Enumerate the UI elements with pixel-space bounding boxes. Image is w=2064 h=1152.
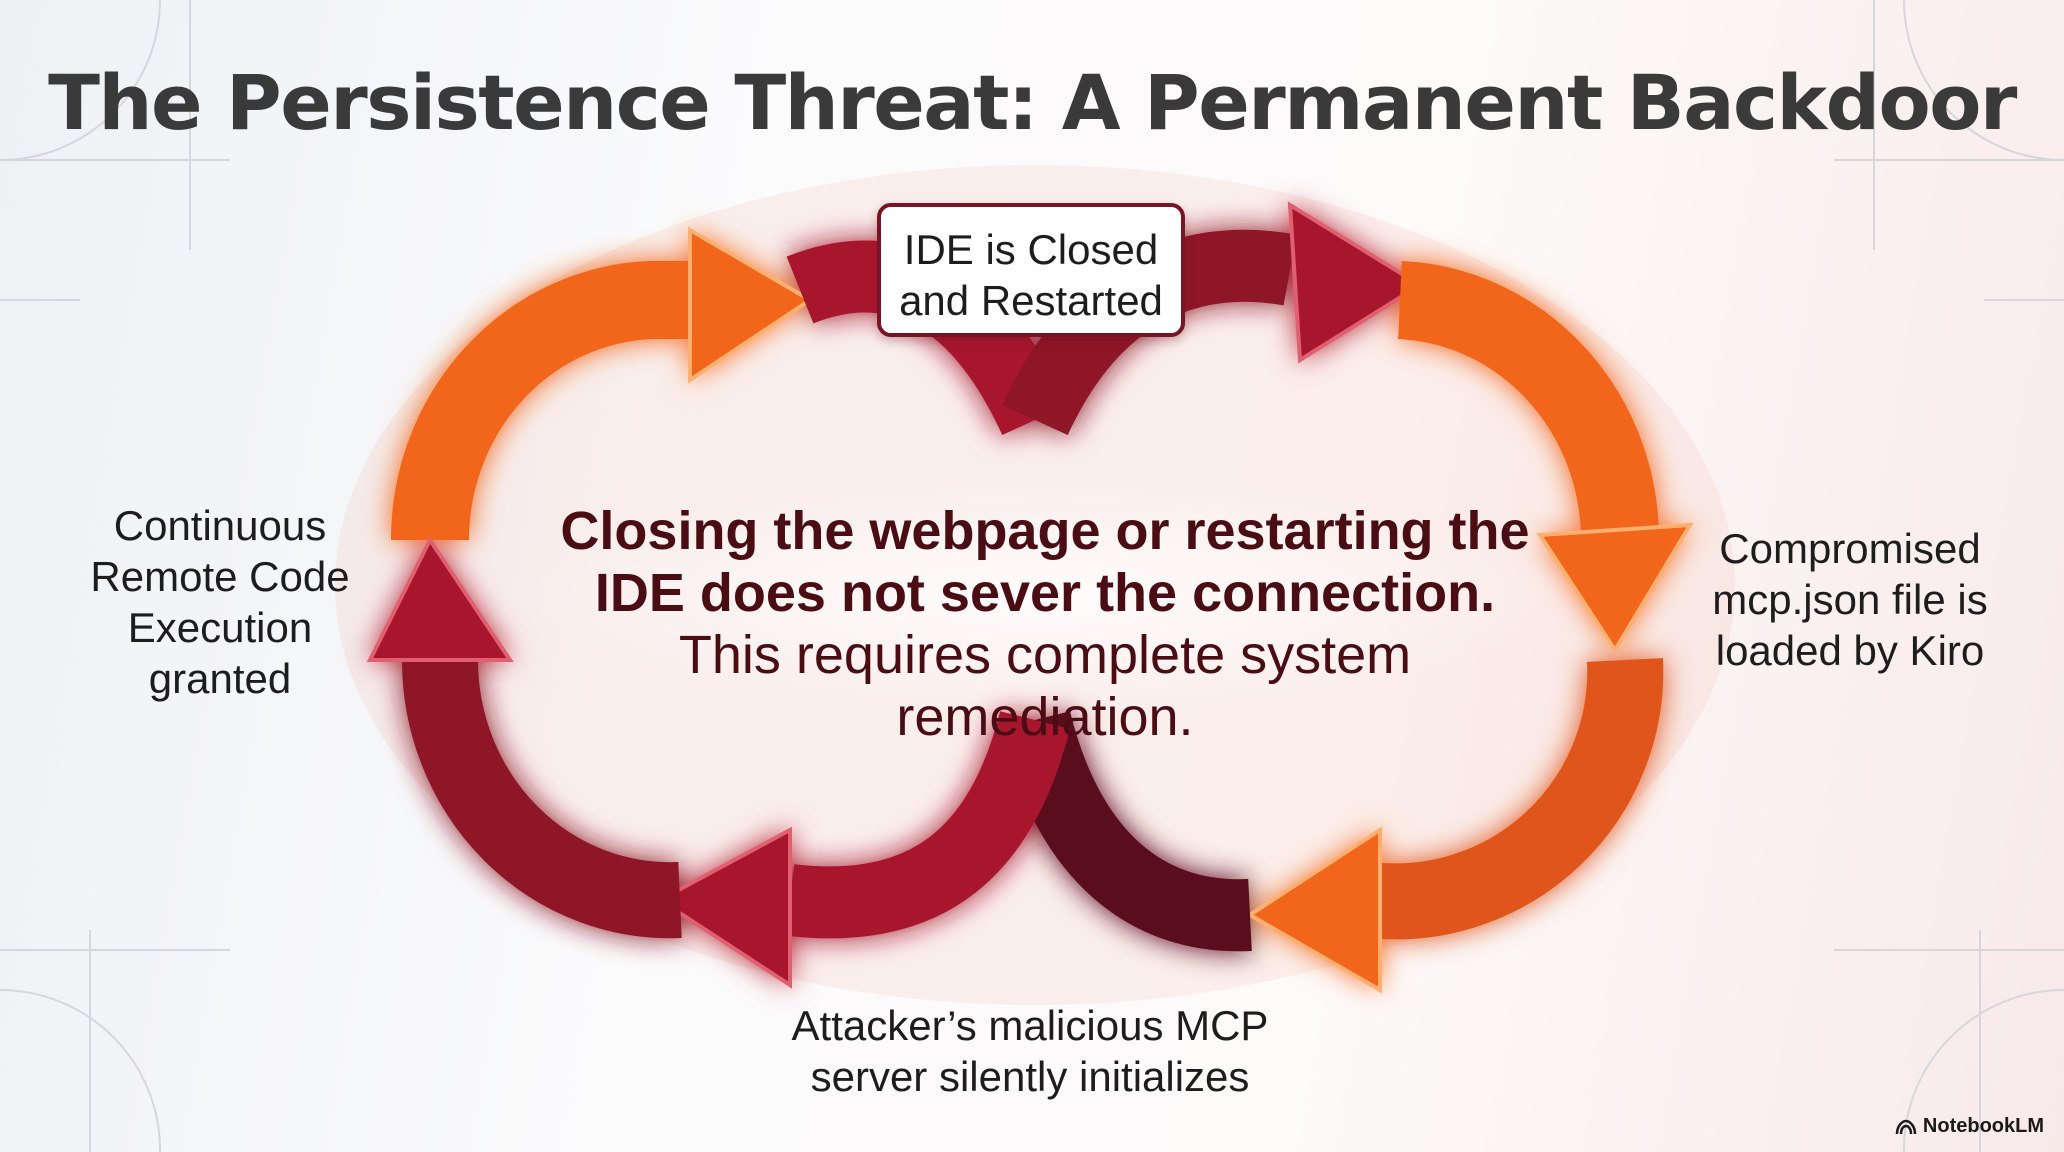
center-message: Closing the webpage or restarting the ID… (540, 500, 1550, 748)
step-compromised-mcp-line3: loaded by Kiro (1715, 627, 1985, 674)
arrowhead-left-top (688, 226, 814, 384)
step-remote-code-line2: Remote Code (90, 553, 350, 600)
arrowhead-right-top (1287, 201, 1424, 364)
page-title: The Persistence Threat: A Permanent Back… (48, 58, 2017, 147)
step-ide-closed-line2: and Restarted (899, 277, 1163, 324)
step-remote-code: Continuous Remote Code Execution granted (60, 500, 380, 704)
center-message-bold: Closing the webpage or restarting the ID… (560, 501, 1530, 623)
step-attacker-server-line1: Attacker’s malicious MCP (791, 1002, 1269, 1049)
loop-arc-right-bottom (1365, 658, 1664, 940)
brand-badge: NotebookLM (1895, 1115, 2044, 1138)
arrowhead-right-down (1536, 522, 1694, 654)
loop-arc-right-side (1397, 261, 1660, 541)
arrowhead-right-bottom (1246, 826, 1382, 994)
step-remote-code-line1: Continuous (113, 502, 327, 549)
loop-arc-left-bottom (785, 710, 1070, 939)
center-message-normal: This requires complete system remediatio… (678, 625, 1412, 747)
step-attacker-server: Attacker’s malicious MCP server silently… (760, 1000, 1300, 1102)
loop-arc-left-side (401, 659, 682, 939)
step-compromised-mcp: Compromised mcp.json file is loaded by K… (1680, 523, 2020, 676)
step-ide-closed-line1: IDE is Closed (903, 226, 1159, 273)
brand-label: NotebookLM (1922, 1115, 2044, 1137)
arrowhead-left-up (366, 536, 514, 662)
arrowhead-left-bottom (656, 826, 792, 989)
step-ide-closed: IDE is Closed and Restarted (877, 203, 1185, 337)
step-compromised-mcp-line2: mcp.json file is (1712, 576, 1988, 623)
notebooklm-icon (1895, 1119, 1917, 1134)
step-remote-code-line4: granted (148, 655, 292, 702)
step-remote-code-line3: Execution (127, 604, 313, 651)
step-compromised-mcp-line1: Compromised (1719, 525, 1981, 572)
step-attacker-server-line2: server silently initializes (810, 1053, 1250, 1100)
loop-arc-left-top (390, 261, 700, 541)
